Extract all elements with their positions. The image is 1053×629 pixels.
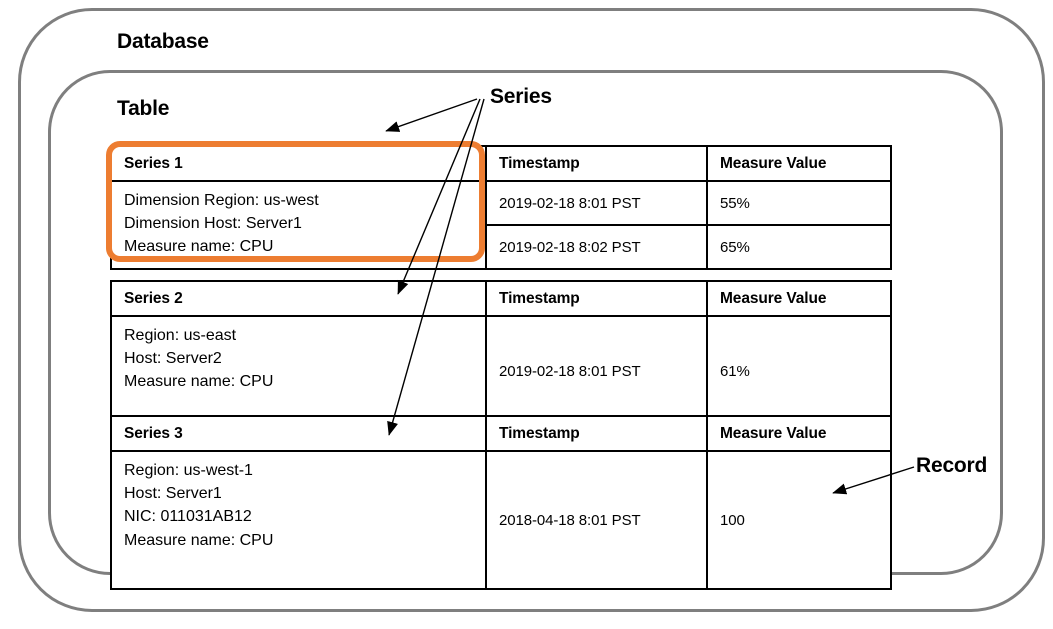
record-timestamp: 2018-04-18 8:01 PST bbox=[485, 450, 708, 590]
dimension-line: NIC: 011031AB12 bbox=[124, 508, 252, 526]
measure-value-header: Measure Value bbox=[706, 280, 892, 317]
record-timestamp: 2019-02-18 8:01 PST bbox=[485, 315, 708, 427]
table-row: Region: us-east Host: Server2 Measure na… bbox=[110, 315, 892, 427]
database-container bbox=[18, 8, 1045, 612]
record-timestamp: 2019-02-18 8:02 PST bbox=[485, 224, 708, 270]
series-dimensions-cell: Region: us-west-1 Host: Server1 NIC: 011… bbox=[110, 450, 487, 590]
table-row: Series 1 Timestamp Measure Value bbox=[110, 145, 892, 182]
dimension-line: Region: us-east bbox=[124, 327, 237, 344]
timestamp-header: Timestamp bbox=[485, 145, 708, 182]
dimension-line: Measure name: CPU bbox=[124, 238, 274, 256]
record-measure-value: 61% bbox=[706, 315, 892, 427]
series-name-cell: Series 3 bbox=[110, 415, 487, 452]
series-table-3: Series 3 Timestamp Measure Value Region:… bbox=[110, 415, 892, 590]
dimension-line: Host: Server2 bbox=[124, 350, 222, 368]
series-name-cell: Series 1 bbox=[110, 145, 487, 182]
record-measure-value: 55% bbox=[706, 180, 892, 226]
measure-value-header: Measure Value bbox=[706, 415, 892, 452]
record-measure-value: 100 bbox=[706, 450, 892, 590]
record-timestamp: 2019-02-18 8:01 PST bbox=[485, 180, 708, 226]
dimension-line: Host: Server1 bbox=[124, 485, 222, 503]
series-dimensions-cell: Region: us-east Host: Server2 Measure na… bbox=[110, 315, 487, 427]
timestamp-header: Timestamp bbox=[485, 415, 708, 452]
dimension-line: Dimension Region: us-west bbox=[124, 192, 319, 209]
series-name-cell: Series 2 bbox=[110, 280, 487, 317]
record-measure-value: 65% bbox=[706, 224, 892, 270]
series-callout-label: Series bbox=[490, 85, 552, 108]
table-row: Series 3 Timestamp Measure Value bbox=[110, 415, 892, 452]
measure-value-header: Measure Value bbox=[706, 145, 892, 182]
dimension-line: Dimension Host: Server1 bbox=[124, 215, 302, 233]
table-row: Series 2 Timestamp Measure Value bbox=[110, 280, 892, 317]
series-table-2: Series 2 Timestamp Measure Value Region:… bbox=[110, 280, 892, 427]
table-row: 2019-02-18 8:02 PST 65% bbox=[111, 224, 892, 270]
dimension-line: Region: us-west-1 bbox=[124, 462, 253, 479]
table-row: Region: us-west-1 Host: Server1 NIC: 011… bbox=[110, 450, 892, 590]
table-label: Table bbox=[117, 97, 170, 120]
table-row: Dimension Region: us-west Dimension Host… bbox=[110, 180, 892, 270]
series-dimensions-cell: Dimension Region: us-west Dimension Host… bbox=[110, 180, 487, 270]
record-callout-label: Record bbox=[916, 454, 988, 477]
dimension-line: Measure name: CPU bbox=[124, 373, 274, 391]
series-table-1: Series 1 Timestamp Measure Value Dimensi… bbox=[110, 145, 892, 270]
database-label: Database bbox=[117, 30, 209, 53]
dimension-line: Measure name: CPU bbox=[124, 531, 274, 549]
timestamp-header: Timestamp bbox=[485, 280, 708, 317]
